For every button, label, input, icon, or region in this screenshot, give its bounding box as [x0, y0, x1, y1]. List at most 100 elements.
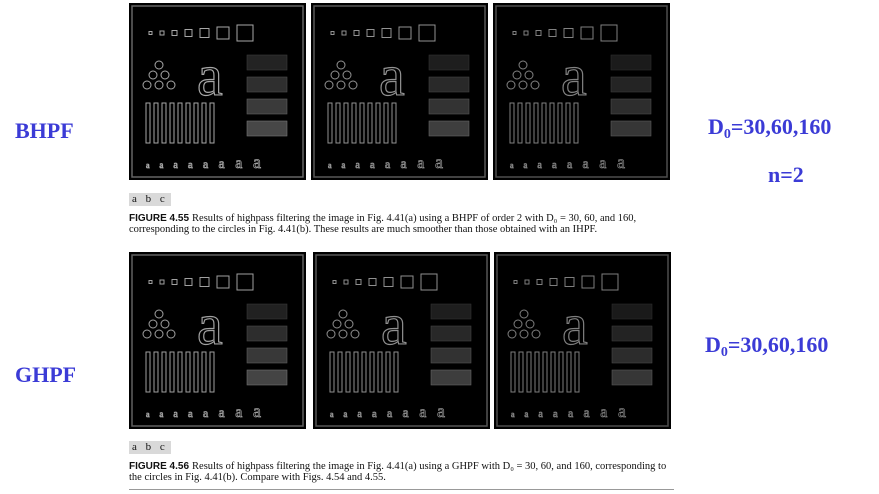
small-letter-a: a — [328, 161, 332, 170]
small-letter-a: a — [219, 157, 226, 172]
small-letter-a: a — [524, 409, 528, 419]
small-letter-a: a — [203, 406, 209, 420]
small-letter-a: a — [537, 160, 542, 171]
panel-letters: a b c — [129, 193, 171, 206]
noise-rectangle — [611, 325, 653, 342]
noise-rectangle — [246, 347, 288, 364]
noise-rectangle — [428, 120, 470, 137]
small-letter-a: a — [146, 410, 150, 419]
small-letter-a: a — [437, 401, 445, 421]
small-letter-a: a — [173, 160, 178, 171]
noise-rectangle — [428, 54, 470, 71]
noise-rectangle — [246, 120, 288, 137]
small-letter-a: a — [159, 160, 163, 170]
small-letter-a: a — [387, 406, 393, 420]
small-letter-a: a — [343, 409, 347, 419]
noise-rectangle — [246, 98, 288, 115]
small-letter-a: a — [584, 406, 591, 421]
noise-rectangle — [610, 98, 652, 115]
small-letter-a: a — [146, 161, 150, 170]
small-letter-a: a — [173, 409, 178, 420]
small-letter-a: a — [372, 408, 377, 420]
small-letter-a: a — [600, 404, 607, 421]
d0-subscript: 0 — [723, 127, 731, 142]
noise-rectangle — [610, 76, 652, 93]
big-letter-a: a — [561, 43, 587, 108]
d0-letter: D — [705, 332, 721, 357]
noise-rectangle — [428, 98, 470, 115]
small-letter-a: a — [568, 406, 574, 420]
small-letter-a: a — [618, 401, 626, 421]
noise-rectangle — [430, 369, 472, 386]
d0-values: =30,60,160 — [730, 114, 832, 139]
bhpf-label: BHPF — [15, 118, 74, 143]
small-letter-a: a — [253, 152, 261, 172]
noise-rectangle — [246, 369, 288, 386]
noise-rectangle — [430, 347, 472, 364]
noise-rectangle — [610, 54, 652, 71]
figure-label: FIGURE 4.55 — [129, 213, 190, 224]
noise-rectangle — [246, 303, 288, 320]
small-letter-a: a — [203, 157, 209, 171]
small-letter-a: a — [357, 409, 362, 420]
ghpf-label: GHPF — [15, 362, 77, 387]
small-letter-a: a — [341, 160, 345, 170]
noise-rectangle — [610, 120, 652, 137]
noise-rectangle — [611, 369, 653, 386]
small-letter-a: a — [188, 408, 193, 420]
small-letter-a: a — [417, 155, 424, 172]
bhpf-order-label: n=2 — [768, 162, 804, 187]
big-letter-a: a — [562, 292, 588, 357]
small-letter-a: a — [370, 159, 375, 171]
ghpf-cutoff-label: D0=30,60,160 — [705, 332, 828, 361]
small-letter-a: a — [510, 161, 514, 170]
big-letter-a: a — [381, 292, 407, 357]
small-letter-a: a — [188, 159, 193, 171]
d0-letter: D — [708, 114, 724, 139]
small-letter-a: a — [511, 410, 515, 419]
big-letter-a: a — [197, 43, 223, 108]
small-letter-a: a — [403, 406, 410, 421]
small-letter-a: a — [599, 155, 606, 172]
noise-rectangle — [428, 76, 470, 93]
small-letter-a: a — [219, 406, 226, 421]
divider — [129, 489, 674, 490]
small-letter-a: a — [523, 160, 527, 170]
small-letter-a: a — [538, 409, 543, 420]
noise-rectangle — [430, 325, 472, 342]
small-letter-a: a — [553, 408, 558, 420]
big-letter-a: a — [379, 43, 405, 108]
caption-text: Results of highpass filtering the image … — [129, 213, 637, 235]
caption-text: Results of highpass filtering the image … — [129, 461, 667, 483]
small-letter-a: a — [235, 404, 242, 421]
d0-subscript: 0 — [720, 345, 728, 360]
small-letter-a: a — [419, 404, 426, 421]
small-letter-a: a — [583, 157, 590, 172]
small-letter-a: a — [159, 409, 163, 419]
noise-rectangle — [430, 303, 472, 320]
d0-values: =30,60,160 — [727, 332, 829, 357]
noise-rectangle — [246, 325, 288, 342]
bhpf-cutoff-label: D0=30,60,160 — [708, 114, 831, 143]
small-letter-a: a — [355, 160, 360, 171]
big-letter-a: a — [197, 292, 223, 357]
small-letter-a: a — [401, 157, 408, 172]
noise-rectangle — [246, 54, 288, 71]
noise-rectangle — [246, 76, 288, 93]
small-letter-a: a — [552, 159, 557, 171]
noise-rectangle — [611, 303, 653, 320]
panel-letters: a b c — [129, 441, 171, 454]
small-letter-a: a — [253, 401, 261, 421]
noise-rectangle — [611, 347, 653, 364]
small-letter-a: a — [617, 152, 625, 172]
small-letter-a: a — [330, 410, 334, 419]
small-letter-a: a — [567, 157, 573, 171]
